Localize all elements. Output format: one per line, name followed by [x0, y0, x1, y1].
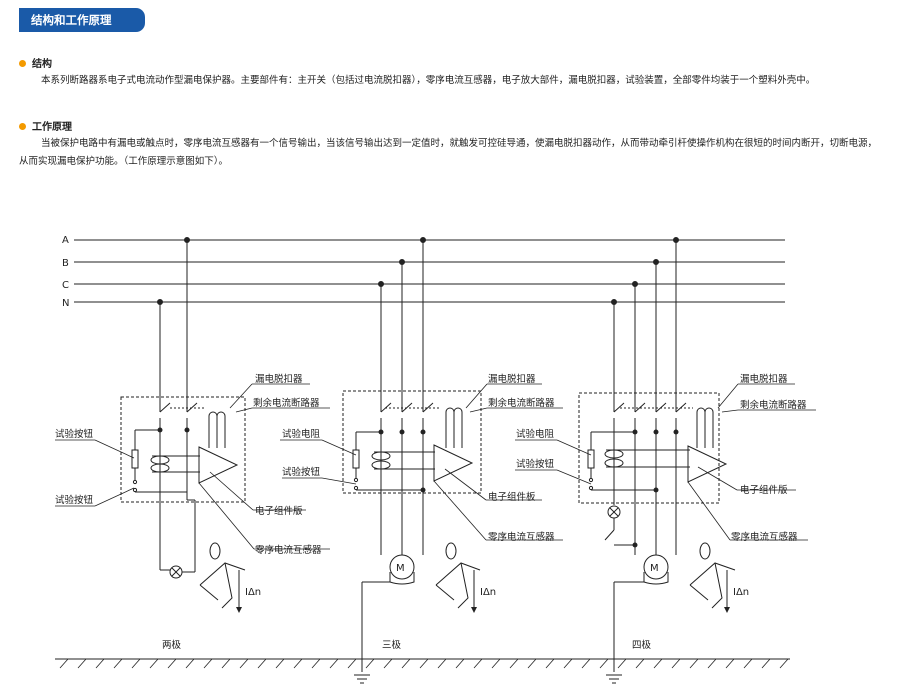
four-pole-test-resistor-label: 试验电阻 — [516, 428, 555, 440]
ground-line — [55, 658, 790, 684]
supply-lines: A B C N — [62, 235, 785, 309]
line-label-a: A — [62, 235, 69, 246]
two-pole-caption: 两极 — [162, 639, 182, 651]
three-pole-test-button-label: 试验按钮 — [282, 466, 321, 478]
line-label-c: C — [62, 280, 69, 291]
three-pole-motor-label: M — [396, 563, 405, 574]
three-pole-caption: 三极 — [382, 639, 402, 651]
three-pole-current-label: IΔn — [480, 587, 496, 598]
four-pole-leak-release-label: 漏电脱扣器 — [740, 373, 788, 385]
four-pole-caption: 四极 — [632, 639, 652, 651]
four-pole-zero-ct-label: 零序电流互感器 — [731, 531, 798, 543]
two-pole-breaker — [120, 237, 246, 613]
line-label-b: B — [62, 258, 69, 269]
two-pole-rcbo-label: 剩余电流断路器 — [253, 397, 320, 409]
two-pole-housing — [120, 396, 246, 503]
three-pole-leak-release-label: 漏电脱扣器 — [488, 373, 536, 385]
four-pole-motor-label: M — [650, 563, 659, 574]
structure-heading: 结构 — [19, 55, 52, 70]
section-title-badge: 结构和工作原理 — [19, 8, 145, 32]
two-pole-current-label: IΔn — [245, 587, 261, 598]
bullet-icon — [19, 59, 26, 67]
three-pole-rcbo-label: 剩余电流断路器 — [488, 397, 555, 409]
two-pole-electronic-board-label: 电子组件版 — [255, 505, 303, 517]
four-pole-electronic-board-label: 电子组件版 — [740, 484, 788, 496]
three-pole-electronic-board-label: 电子组件板 — [488, 491, 536, 503]
principle-paragraph: 当被保护电路中有漏电或触点时，零序电流互感器有一个信号输出，当该信号输出达到一定… — [19, 138, 878, 167]
two-pole-zero-ct-label: 零序电流互感器 — [255, 544, 322, 556]
two-pole-test-button-label-bottom: 试验按钮 — [55, 494, 94, 506]
structure-paragraph: 本系列断路器系电子式电流动作型漏电保护器。主要部件有：主开关（包括过电流脱扣器）… — [41, 75, 816, 86]
two-pole-test-button-label-top: 试验按钮 — [55, 428, 94, 440]
four-pole-housing — [578, 392, 720, 504]
four-pole-current-label: IΔn — [733, 587, 749, 598]
three-pole-breaker: M — [342, 237, 482, 672]
three-pole-zero-ct-label: 零序电流互感器 — [488, 531, 555, 543]
line-label-n: N — [62, 298, 69, 309]
three-pole-housing — [342, 390, 482, 494]
three-pole-test-resistor-label: 试验电阻 — [282, 428, 321, 440]
four-pole-test-button-label: 试验按钮 — [516, 458, 555, 470]
four-pole-rcbo-label: 剩余电流断路器 — [740, 399, 807, 411]
bullet-icon — [19, 122, 26, 130]
two-pole-leak-release-label: 漏电脱扣器 — [255, 373, 303, 385]
four-pole-breaker: M — [578, 237, 736, 672]
principle-heading: 工作原理 — [19, 118, 72, 133]
